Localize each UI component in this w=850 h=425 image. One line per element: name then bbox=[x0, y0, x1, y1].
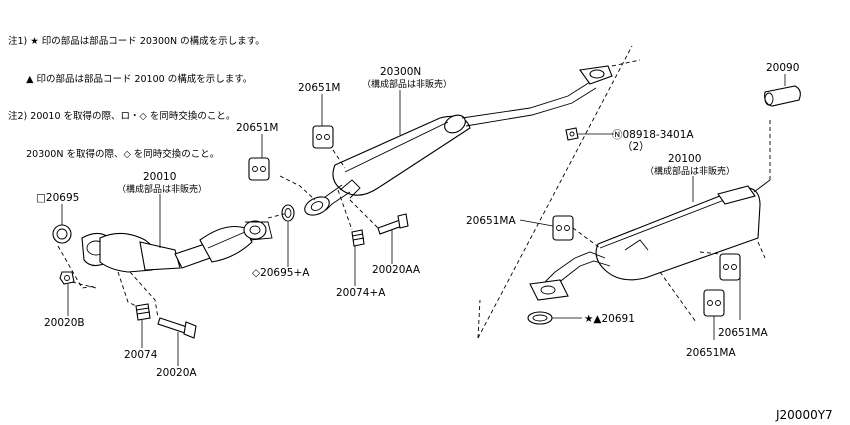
label-20020AA[interactable]: 20020AA bbox=[372, 264, 421, 276]
notes-block: 注1) ★ 印の部品は部品コード 20300N の構成を示します。 ▲ 印の部品… bbox=[8, 11, 265, 174]
label-20651MA-lower[interactable]: 20651MA bbox=[686, 347, 736, 359]
label-08918-qty: （2） bbox=[622, 141, 650, 153]
gasket-20691[interactable] bbox=[527, 311, 553, 325]
label-20100-sub: （構成部品は非販売） bbox=[645, 165, 735, 177]
tail-tip-20090[interactable] bbox=[764, 85, 801, 107]
gasket-20695-A[interactable] bbox=[281, 204, 295, 222]
hanger-rubber-20651M-upper[interactable] bbox=[312, 125, 334, 149]
note-line-2: ▲ 印の部品は部品コード 20100 の構成を示します。 bbox=[8, 73, 253, 85]
leader-lines bbox=[61, 74, 786, 366]
label-20300N-sub: （構成部品は非販売） bbox=[362, 78, 452, 90]
nut-20020B[interactable] bbox=[59, 271, 75, 285]
label-20695[interactable]: □20695 bbox=[36, 192, 79, 204]
hanger-rubber-20651M-lower[interactable] bbox=[248, 157, 270, 181]
diagram-code: J20000Y7 bbox=[775, 408, 833, 422]
label-20651MA-left[interactable]: 20651MA bbox=[466, 215, 516, 227]
note-line-4: 20300N を取得の際、◇ を同時交換のこと。 bbox=[8, 148, 220, 160]
hanger-rubber-20651MA-lower[interactable] bbox=[703, 289, 725, 317]
dashed-guide-lines bbox=[57, 45, 771, 339]
hanger-rubber-20651MA-left[interactable] bbox=[552, 215, 574, 241]
spring-20074-A[interactable] bbox=[351, 229, 365, 247]
label-20651MA-right[interactable]: 20651MA bbox=[718, 327, 768, 339]
spring-20074[interactable] bbox=[135, 303, 151, 321]
label-20695-A[interactable]: ◇20695+A bbox=[252, 267, 310, 279]
rear-muffler-20100[interactable] bbox=[529, 179, 771, 301]
label-20010-sub: （構成部品は非販売） bbox=[117, 183, 207, 195]
nut-08918-3401A[interactable] bbox=[565, 127, 579, 141]
front-pipe-catalyst-20010[interactable] bbox=[81, 220, 273, 273]
bolt-20020A[interactable] bbox=[157, 317, 197, 339]
label-08918-3401A[interactable]: Ⓝ08918-3401A bbox=[612, 129, 694, 141]
label-20074-A[interactable]: 20074+A bbox=[336, 287, 386, 299]
label-20020A[interactable]: 20020A bbox=[156, 367, 197, 379]
bolt-20020AA[interactable] bbox=[377, 213, 409, 235]
label-20090[interactable]: 20090 bbox=[766, 62, 799, 74]
label-20691[interactable]: ★▲20691 bbox=[584, 313, 635, 325]
label-20010[interactable]: 20010 bbox=[143, 171, 176, 183]
center-muffler-20300N[interactable] bbox=[302, 65, 613, 219]
label-20020B[interactable]: 20020B bbox=[44, 317, 85, 329]
label-20651M-upper[interactable]: 20651M bbox=[298, 82, 340, 94]
hanger-rubber-20651MA-right[interactable] bbox=[719, 253, 741, 281]
label-20100[interactable]: 20100 bbox=[668, 153, 701, 165]
gasket-20695[interactable] bbox=[52, 224, 72, 244]
label-20651M-lower[interactable]: 20651M bbox=[236, 122, 278, 134]
label-20300N[interactable]: 20300N bbox=[380, 66, 421, 78]
note-line-1: 注1) ★ 印の部品は部品コード 20300N の構成を示します。 bbox=[8, 36, 265, 47]
note-line-3: 注2) 20010 を取得の際、ロ・◇ を同時交換のこと。 bbox=[8, 111, 236, 122]
label-20074[interactable]: 20074 bbox=[124, 349, 158, 361]
